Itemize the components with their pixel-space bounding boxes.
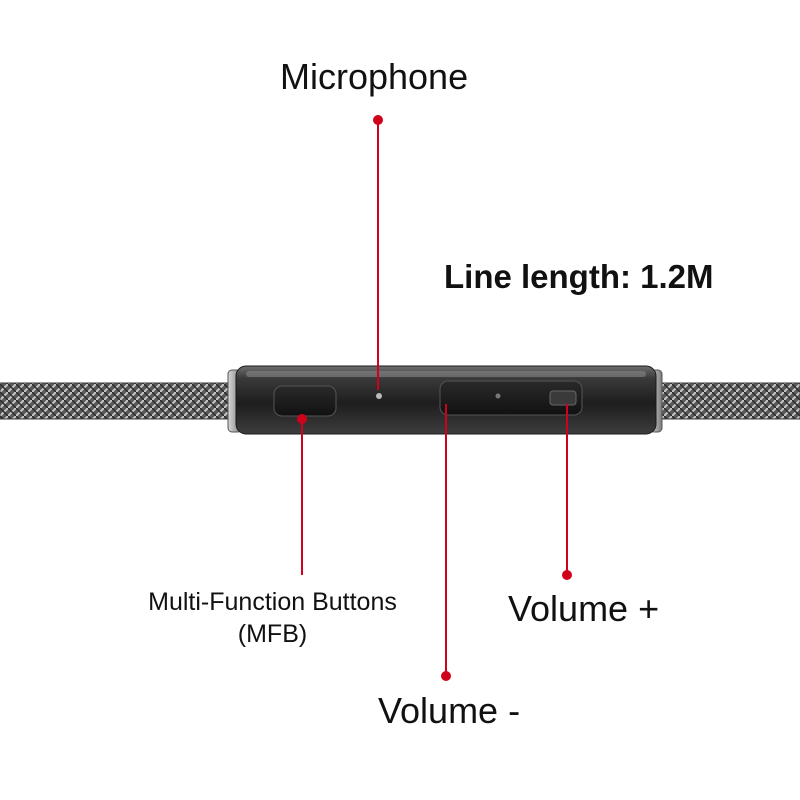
mfb-label-line2: (MFB) — [237, 620, 308, 648]
mfb-button[interactable] — [273, 385, 337, 417]
volume-plus-mark — [549, 390, 577, 406]
volume-plus-label: Volume + — [508, 588, 660, 629]
cable-right — [654, 383, 800, 419]
cable-left — [0, 383, 240, 419]
volume-minus-callout-dot — [441, 671, 451, 681]
mfb-label: Multi-Function Buttons (MFB) — [100, 586, 445, 650]
volume-plus-callout-dot — [562, 570, 572, 580]
volume-rocker[interactable] — [439, 380, 583, 416]
remote-body-highlight — [246, 371, 646, 377]
volume-minus-label: Volume - — [378, 690, 521, 731]
line-length-label: Line length: 1.2M — [444, 258, 714, 295]
microphone-hole — [376, 393, 382, 399]
volume-rocker-dot — [495, 393, 501, 399]
microphone-label: Microphone — [280, 56, 469, 97]
mfb-label-line1: Multi-Function Buttons — [148, 588, 397, 616]
